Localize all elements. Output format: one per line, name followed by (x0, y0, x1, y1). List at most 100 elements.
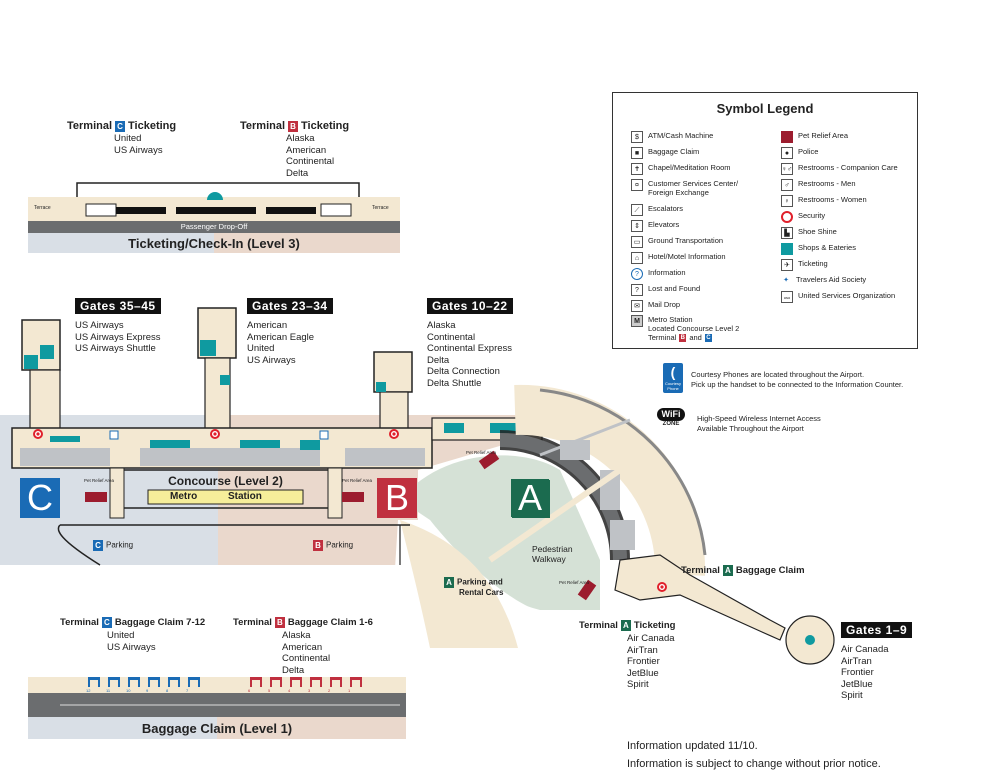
legend-item: ?Lost and Found (631, 284, 700, 296)
legend-title: Symbol Legend (716, 101, 814, 116)
mail-drop-icon: ✉ (631, 300, 643, 312)
carousel-number: 12 (86, 688, 91, 693)
legend-label: Chapel/Meditation Room (648, 163, 731, 172)
baggage-carousel: 1 (348, 677, 362, 693)
footer-notes: Information updated 11/10. Information i… (627, 737, 881, 773)
legend-item: $ ATM/Cash Machine (631, 131, 713, 143)
carousel-number: 7 (186, 688, 189, 693)
baggage-carousel: 11 (106, 677, 120, 693)
disclaimer-note: Information is subject to change without… (627, 758, 881, 770)
carousel-number: 2 (328, 688, 331, 693)
baggage-claim-icon: ■ (631, 147, 643, 159)
parking-rental-area (400, 520, 518, 648)
pedestrian-walkway (488, 467, 622, 563)
security-icon (781, 211, 793, 223)
information-icon (319, 430, 329, 440)
level3-outline (76, 182, 360, 197)
travelers-aid-icon: ✦ (781, 275, 791, 285)
updated-note: Information updated 11/10. (627, 740, 758, 752)
terrace-left-label: Terrace (34, 205, 51, 211)
level1-baggage-map (28, 677, 406, 739)
information-icon (109, 430, 119, 440)
legend-label: Baggage Claim (648, 147, 700, 156)
gates-35-45-label: Gates 35–45 (75, 298, 161, 314)
terminal-c-marker: C (20, 478, 60, 518)
terminal-b-badge: B (288, 120, 299, 132)
baggage-carousel: 4 (288, 677, 302, 693)
legend-item: ♂ Restrooms - Men (781, 179, 856, 191)
legend-label: Escalators (648, 204, 684, 213)
shop-area (207, 192, 223, 200)
restroom-companion-icon: ♀♂ (781, 163, 793, 175)
shoe-shine-icon: ▙ (781, 227, 793, 239)
legend-label: Hotel/Motel Information (648, 252, 726, 261)
pet-relief-area-a2 (577, 579, 597, 601)
wifi-note: High-Speed Wireless Internet Access Avai… (697, 414, 821, 433)
legend-item: Pet Relief Area (781, 131, 848, 143)
zone-b-band (214, 233, 400, 253)
legend-label: Security (798, 211, 826, 220)
ticketing-icon: ✈ (781, 259, 793, 271)
terminal-c-badge: C (115, 120, 126, 132)
pet-relief-area-a1 (478, 450, 500, 470)
baggage-carousel: 7 (186, 677, 200, 693)
restroom-women-icon: ♀ (781, 195, 793, 207)
legend-item: ♀Restrooms - Women (781, 195, 867, 207)
legend-item: ✉Mail Drop (631, 300, 680, 312)
baggage-carousel: 8 (166, 677, 180, 693)
courtesy-phone-icon: ( Courtesy Phone (663, 363, 683, 393)
legend-label: Restrooms - Companion Care (798, 163, 898, 172)
pet-relief-label-a2: Pet Relief Area (559, 580, 590, 585)
legend-label: Customer Services Center/Foreign Exchang… (648, 179, 739, 197)
legend-label: ATM/Cash Machine (648, 131, 714, 140)
pet-relief-area-b (342, 492, 364, 502)
pet-relief-area-c (85, 492, 107, 502)
terminal-a-ticketing-airlines: Air Canada AirTran Frontier JetBlue Spir… (627, 633, 675, 690)
courtesy-phone-note: Courtesy Phones are located throughout t… (691, 370, 904, 389)
hotel-icon: ⌂ (631, 252, 643, 264)
wifi-zone-icon: WiFi ZONE (657, 408, 685, 427)
carousel-number: 3 (308, 688, 311, 693)
carousel-number: 9 (146, 688, 149, 693)
baggage-carousel: 12 (86, 677, 100, 693)
gates-10-22-group: Gates 10–22 Alaska Continental Continent… (427, 298, 513, 389)
carousel-number: 1 (348, 688, 351, 693)
gates-23-34-group: Gates 23–34 American American Eagle Unit… (247, 297, 333, 366)
ticket-counter (266, 207, 316, 214)
baggage-carousel: 6 (248, 677, 262, 693)
information-icon: ? (631, 268, 643, 280)
elevator-icon: ⇕ (631, 220, 643, 232)
gates-23-34-label: Gates 23–34 (247, 298, 333, 314)
legend-label: Police (798, 147, 819, 156)
legend-item: ✈ Ticketing (781, 259, 828, 271)
passenger-drop-off-road (28, 221, 400, 233)
legend-label: Travelers Aid Society (796, 275, 867, 284)
symbol-legend: Symbol Legend $ ATM/Cash Machine ■ Baggage … (612, 92, 918, 349)
legend-label: Elevators (648, 220, 680, 229)
legend-item: Security (781, 211, 825, 223)
legend-item: ¤Customer Services Center/Foreign Exchan… (631, 179, 738, 197)
legend-label: Ticketing (798, 259, 828, 268)
pet-relief-icon (781, 131, 793, 143)
metro-label: Metro (170, 491, 198, 502)
carousel-number: 6 (248, 688, 251, 693)
level1-title: Baggage Claim (Level 1) (141, 721, 293, 736)
baggage-carousel: 2 (328, 677, 342, 693)
atm-icon: $ (631, 131, 643, 143)
police-icon: ● (781, 147, 793, 159)
terminal-a-marker: A (511, 479, 549, 517)
legend-label: Restrooms - Men (798, 179, 856, 188)
legend-item: ⇕ Elevators (631, 220, 679, 232)
restroom-men-icon: ♂ (781, 179, 793, 191)
legend-item: ✦ Travelers Aid Society (781, 275, 866, 285)
zone-c-band (28, 233, 214, 253)
pedestrian-walkway-label: Pedestrian Walkway (532, 544, 573, 564)
concourse-title: Concourse (Level 2) (168, 474, 283, 488)
